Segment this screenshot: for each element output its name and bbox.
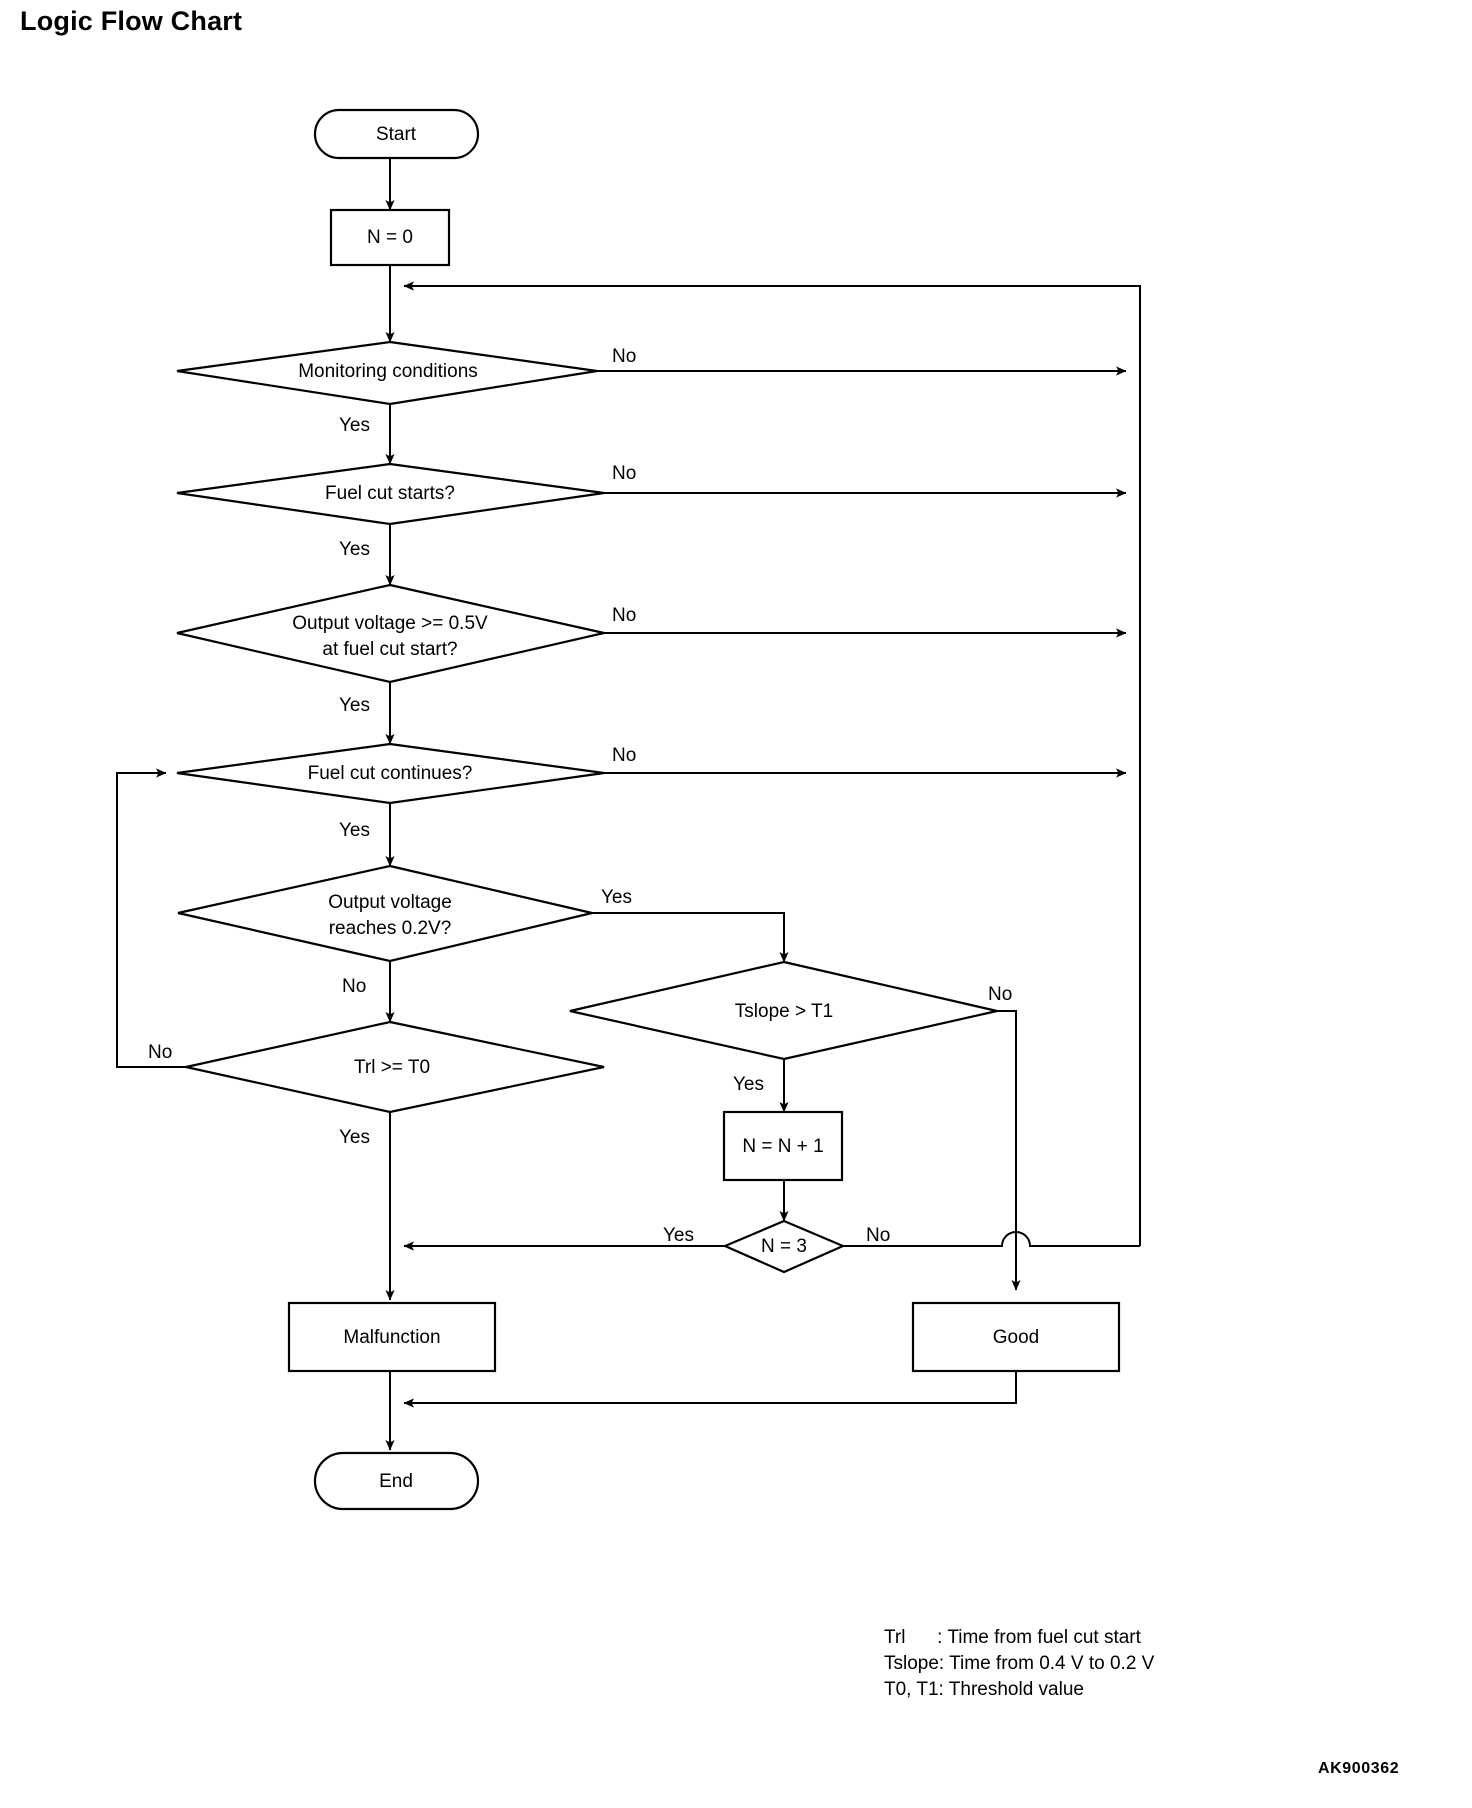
edge-label-trl-no: No xyxy=(148,1042,172,1063)
good-shape xyxy=(911,1301,1121,1373)
page-title: Logic Flow Chart xyxy=(20,6,243,36)
n-plus-one-label: N = N + 1 xyxy=(742,1136,823,1157)
trl-t0-label: Trl >= T0 xyxy=(354,1057,430,1078)
node-malfunction[interactable]: Malfunction xyxy=(287,1301,497,1373)
malfunction-label: Malfunction xyxy=(343,1327,440,1348)
legend-line-trl: Trl : Time from fuel cut start xyxy=(884,1627,1142,1648)
malfunction-shape xyxy=(287,1301,497,1373)
output-voltage-05-label-line1: Output voltage >= 0.5V xyxy=(292,613,488,634)
edge-label-tslope-yes: Yes xyxy=(733,1074,764,1095)
output-voltage-05-label-line2: at fuel cut start? xyxy=(322,639,457,660)
end-label: End xyxy=(379,1471,413,1492)
legend-line-tslope: Tslope: Time from 0.4 V to 0.2 V xyxy=(884,1653,1155,1674)
fuel-cut-continues-label: Fuel cut continues? xyxy=(308,763,473,784)
node-end[interactable]: End xyxy=(313,1451,480,1511)
connector-layer xyxy=(116,158,1141,1451)
start-label: Start xyxy=(376,124,417,145)
n-plus-one-shape xyxy=(722,1110,844,1182)
n-zero-shape xyxy=(329,208,451,267)
edge-label-monitoring-yes: Yes xyxy=(339,415,370,436)
start-shape xyxy=(313,108,480,160)
node-start[interactable]: Start xyxy=(313,108,480,160)
legend-line-thresholds: T0, T1: Threshold value xyxy=(884,1679,1084,1700)
edge-label-layer: No Yes No Yes No Yes No Yes Yes No No Ye… xyxy=(148,346,1012,1246)
edge-good-to-end xyxy=(403,1371,1017,1408)
edge-label-fuelcont-yes: Yes xyxy=(339,820,370,841)
edge-label-nthree-yes: Yes xyxy=(663,1225,694,1246)
node-output-voltage-02[interactable]: Output voltage reaches 0.2V? xyxy=(177,864,593,963)
edge-label-voltage05-yes: Yes xyxy=(339,695,370,716)
output-voltage-02-label-line1: Output voltage xyxy=(328,892,452,913)
node-n-three[interactable]: N = 3 xyxy=(722,1219,846,1274)
figure-code: AK900362 xyxy=(1318,1760,1399,1777)
good-label: Good xyxy=(993,1327,1039,1348)
edge-label-trl-yes: Yes xyxy=(339,1127,370,1148)
node-good[interactable]: Good xyxy=(911,1301,1121,1373)
node-trl-t0[interactable]: Trl >= T0 xyxy=(185,1020,605,1114)
n-zero-label: N = 0 xyxy=(367,227,413,248)
edge-label-fuelcut-yes: Yes xyxy=(339,539,370,560)
legend: Trl : Time from fuel cut start Tslope: T… xyxy=(884,1627,1155,1700)
fuel-cut-starts-label: Fuel cut starts? xyxy=(325,483,455,504)
output-voltage-02-shape xyxy=(177,864,593,963)
node-output-voltage-05[interactable]: Output voltage >= 0.5V at fuel cut start… xyxy=(176,583,605,684)
edge-label-fuelcont-no: No xyxy=(612,745,636,766)
node-fuel-cut-starts[interactable]: Fuel cut starts? xyxy=(176,462,605,526)
trl-t0-shape xyxy=(185,1020,605,1114)
edge-return-loop-bus xyxy=(403,281,1141,1246)
edge-label-voltage02-yes: Yes xyxy=(601,887,632,908)
output-voltage-05-shape xyxy=(176,583,605,684)
n-three-shape xyxy=(722,1219,846,1274)
end-shape xyxy=(313,1451,480,1511)
node-monitoring-conditions[interactable]: Monitoring conditions xyxy=(176,340,598,406)
monitoring-conditions-label: Monitoring conditions xyxy=(298,361,478,382)
tslope-t1-shape xyxy=(569,960,998,1061)
edge-voltage02-yes xyxy=(592,912,789,963)
node-n-plus-one[interactable]: N = N + 1 xyxy=(722,1110,844,1182)
tslope-t1-label: Tslope > T1 xyxy=(735,1001,833,1022)
edge-label-fuelcut-no: No xyxy=(612,463,636,484)
edge-label-tslope-no: No xyxy=(988,984,1012,1005)
edge-label-nthree-no: No xyxy=(866,1225,890,1246)
monitoring-conditions-shape xyxy=(176,340,598,406)
edge-label-voltage02-no: No xyxy=(342,976,366,997)
fuel-cut-starts-shape xyxy=(176,462,605,526)
edge-trl-no xyxy=(116,768,186,1068)
node-tslope-t1[interactable]: Tslope > T1 xyxy=(569,960,998,1061)
node-fuel-cut-continues[interactable]: Fuel cut continues? xyxy=(176,742,605,805)
edge-label-monitoring-no: No xyxy=(612,346,636,367)
edge-label-voltage05-no: No xyxy=(612,605,636,626)
node-n-zero[interactable]: N = 0 xyxy=(329,208,451,267)
edge-nthree-no xyxy=(843,1231,1140,1247)
edge-tslope-no xyxy=(997,1010,1021,1291)
fuel-cut-continues-shape xyxy=(176,742,605,805)
n-three-label: N = 3 xyxy=(761,1236,807,1257)
output-voltage-02-label-line2: reaches 0.2V? xyxy=(329,918,452,939)
